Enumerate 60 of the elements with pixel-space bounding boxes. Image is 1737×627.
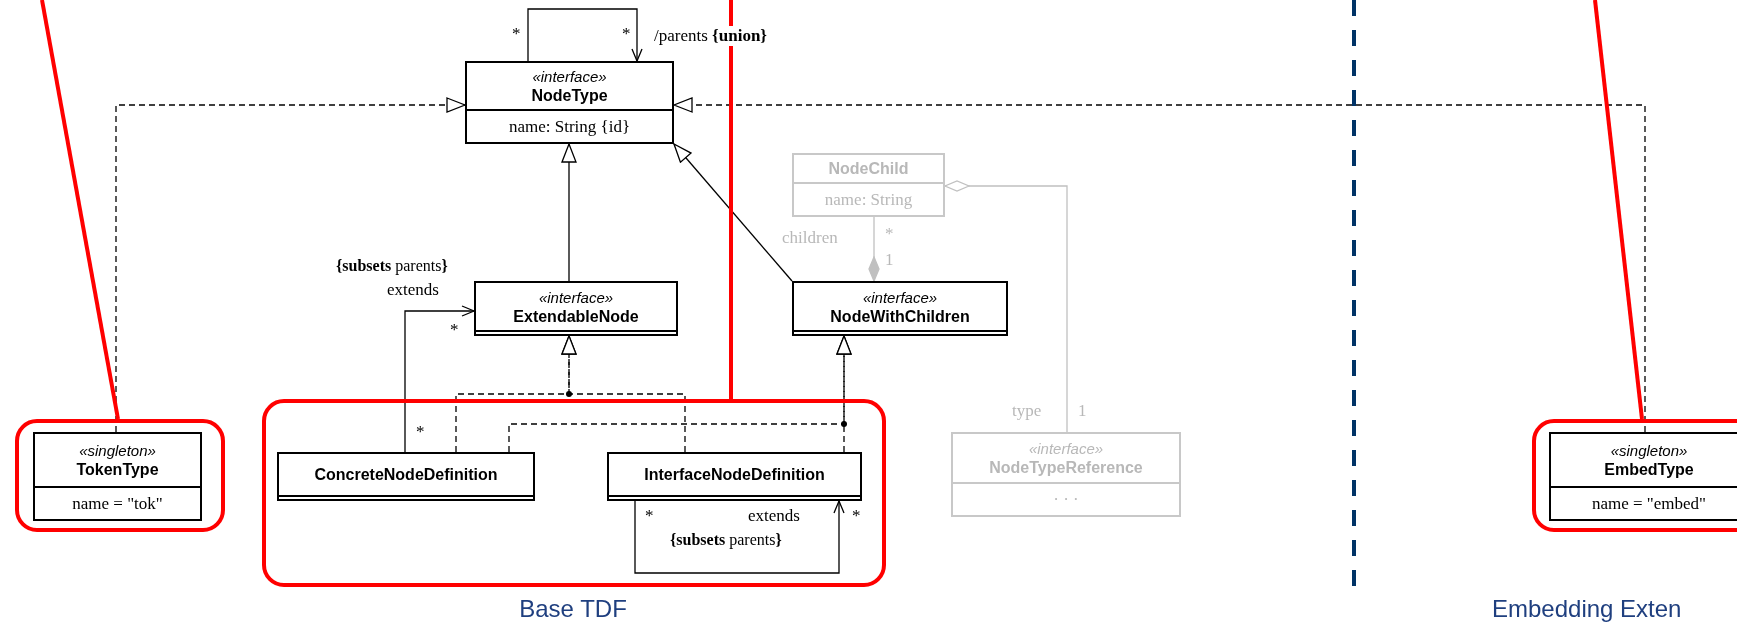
stereotype-label: «interface» [1028, 438, 1104, 458]
multiplicity-label: * [852, 506, 861, 526]
multiplicity-label: 1 [885, 250, 894, 270]
edge-label: /parents {union} [654, 26, 768, 46]
class-name: EmbedType [1604, 459, 1694, 479]
class-name: NodeType [531, 85, 608, 105]
multiplicity-label: * [885, 224, 894, 244]
class-box [1549, 432, 1737, 521]
class-box [792, 281, 1008, 336]
attribute-text: name = "tok" [72, 492, 163, 515]
highlight-line [1593, 0, 1644, 420]
class-name: TokenType [76, 459, 159, 479]
generalization-arrow [673, 97, 1646, 433]
generalization-arrow [836, 335, 852, 453]
multiplicity-label: * [622, 24, 631, 44]
highlight-box [1532, 419, 1737, 532]
region-label: Embedding Exten [1492, 595, 1682, 623]
attribute-text: name: String [824, 188, 913, 211]
class-box [607, 452, 862, 501]
multiplicity-label: * [416, 422, 425, 442]
generalization-arrow [561, 143, 577, 282]
multiplicity-label: * [645, 506, 654, 526]
stereotype-label: «interface» [538, 287, 614, 307]
class-name: NodeTypeReference [989, 457, 1143, 477]
class-box [277, 452, 535, 501]
highlight-box [15, 419, 225, 532]
attribute-text: name = "embed" [1591, 492, 1707, 515]
class-name: ExtendableNode [513, 306, 639, 326]
class-name: ConcreteNodeDefinition [314, 465, 498, 484]
multiplicity-label: * [512, 24, 521, 44]
class-box [474, 281, 678, 336]
association-arrow [527, 8, 643, 62]
attribute-text: name: String {id} [508, 115, 631, 138]
class-box [792, 153, 945, 217]
class-box [951, 432, 1181, 517]
class-name: InterfaceNodeDefinition [644, 465, 825, 484]
association-arrow [404, 305, 475, 453]
stereotype-label: «singleton» [79, 440, 156, 460]
composition-line [868, 216, 880, 282]
constraint-label: {subsets parents} [336, 256, 448, 276]
generalization-arrow [561, 335, 686, 453]
stereotype-label: «singleton» [1610, 440, 1688, 460]
region-label: Base TDF [519, 595, 627, 623]
multiplicity-label: * [450, 320, 459, 340]
class-box [465, 61, 674, 144]
constraint-label: {subsets parents} [670, 530, 782, 550]
generalization-arrow [115, 97, 466, 433]
class-box [33, 432, 202, 521]
generalization-arrow [673, 143, 793, 282]
class-name: NodeWithChildren [830, 306, 970, 326]
multiplicity-label: 1 [1078, 401, 1087, 421]
highlight-line [40, 0, 120, 420]
highlight-box [262, 399, 886, 587]
association-arrow [634, 500, 845, 574]
highlight-line [729, 0, 733, 399]
aggregation-line [944, 180, 1068, 433]
stereotype-label: «interface» [862, 287, 938, 307]
class-name: NodeChild [828, 158, 909, 178]
attribute-text: · · · [1053, 488, 1079, 511]
stereotype-label: «interface» [532, 66, 607, 86]
